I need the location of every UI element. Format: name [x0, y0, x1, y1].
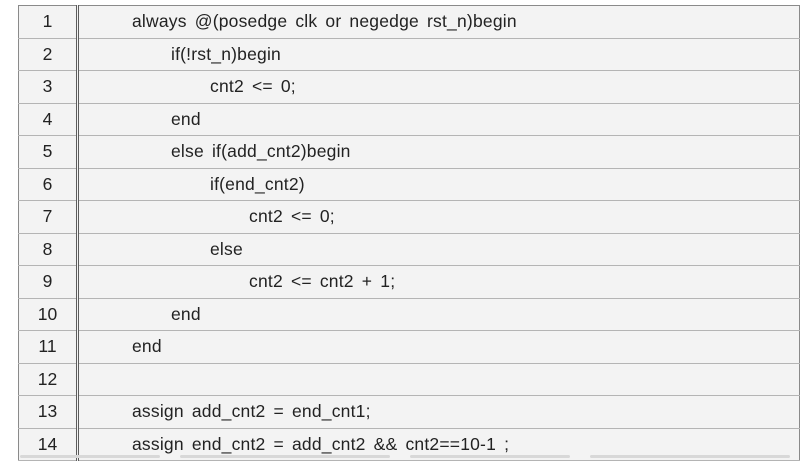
line-number: 13	[18, 395, 79, 429]
line-number: 3	[18, 70, 79, 104]
line-number: 9	[18, 265, 79, 299]
code-cell: always @(posedge clk or negedge rst_n)be…	[77, 5, 800, 39]
line-number: 4	[18, 103, 79, 136]
code-line-text: if(!rst_n)begin	[171, 43, 281, 64]
code-row: 1 always @(posedge clk or negedge rst_n)b…	[18, 5, 800, 39]
code-row: 7 cnt2 <= 0;	[18, 200, 800, 234]
code-line-text: assign add_cnt2 = end_cnt1;	[132, 401, 371, 422]
code-cell: cnt2 <= cnt2 + 1;	[77, 265, 800, 299]
code-line-text: always @(posedge clk or negedge rst_n)be…	[132, 11, 517, 32]
code-row: 5 else if(add_cnt2)begin	[18, 135, 800, 169]
code-cell	[77, 363, 800, 396]
code-cell: else if(add_cnt2)begin	[77, 135, 800, 169]
code-line-text: end	[171, 303, 201, 324]
code-row: 6 if(end_cnt2)	[18, 168, 800, 201]
code-line-text: end	[171, 108, 201, 129]
line-number: 5	[18, 135, 79, 169]
code-cell: cnt2 <= 0;	[77, 200, 800, 234]
code-cell: assign add_cnt2 = end_cnt1;	[77, 395, 800, 429]
code-row: 13 assign add_cnt2 = end_cnt1;	[18, 395, 800, 429]
line-number: 7	[18, 200, 79, 234]
code-cell: end	[77, 330, 800, 364]
code-line-text: else	[210, 238, 243, 259]
code-cell: if(!rst_n)begin	[77, 38, 800, 71]
code-row: 11 end	[18, 330, 800, 364]
code-cell: cnt2 <= 0;	[77, 70, 800, 104]
line-number: 8	[18, 233, 79, 266]
line-number: 1	[18, 5, 79, 39]
code-listing-table: 1 always @(posedge clk or negedge rst_n)b…	[18, 5, 800, 461]
code-cell: if(end_cnt2)	[77, 168, 800, 201]
code-line-text: cnt2 <= 0;	[210, 76, 296, 97]
line-number: 2	[18, 38, 79, 71]
code-line-text: assign end_cnt2 = add_cnt2 && cnt2==10-1…	[132, 433, 510, 454]
code-listing-body: 1 always @(posedge clk or negedge rst_n)b…	[18, 5, 800, 461]
code-row: 10 end	[18, 298, 800, 331]
code-line-text: if(end_cnt2)	[210, 173, 305, 194]
line-number: 10	[18, 298, 79, 331]
line-number: 11	[18, 330, 79, 364]
code-row: 4 end	[18, 103, 800, 136]
code-row: 8 else	[18, 233, 800, 266]
code-line-text: end	[132, 336, 162, 357]
code-row: 2 if(!rst_n)begin	[18, 38, 800, 71]
code-cell: else	[77, 233, 800, 266]
code-row: 12	[18, 363, 800, 396]
code-line-text: else if(add_cnt2)begin	[171, 141, 351, 162]
code-row: 9 cnt2 <= cnt2 + 1;	[18, 265, 800, 299]
code-cell: end	[77, 103, 800, 136]
code-line-text: cnt2 <= cnt2 + 1;	[249, 271, 396, 292]
code-row: 3 cnt2 <= 0;	[18, 70, 800, 104]
line-number: 6	[18, 168, 79, 201]
code-line-text: cnt2 <= 0;	[249, 206, 335, 227]
cropped-caption-text	[0, 453, 812, 461]
code-cell: end	[77, 298, 800, 331]
line-number: 12	[18, 363, 79, 396]
